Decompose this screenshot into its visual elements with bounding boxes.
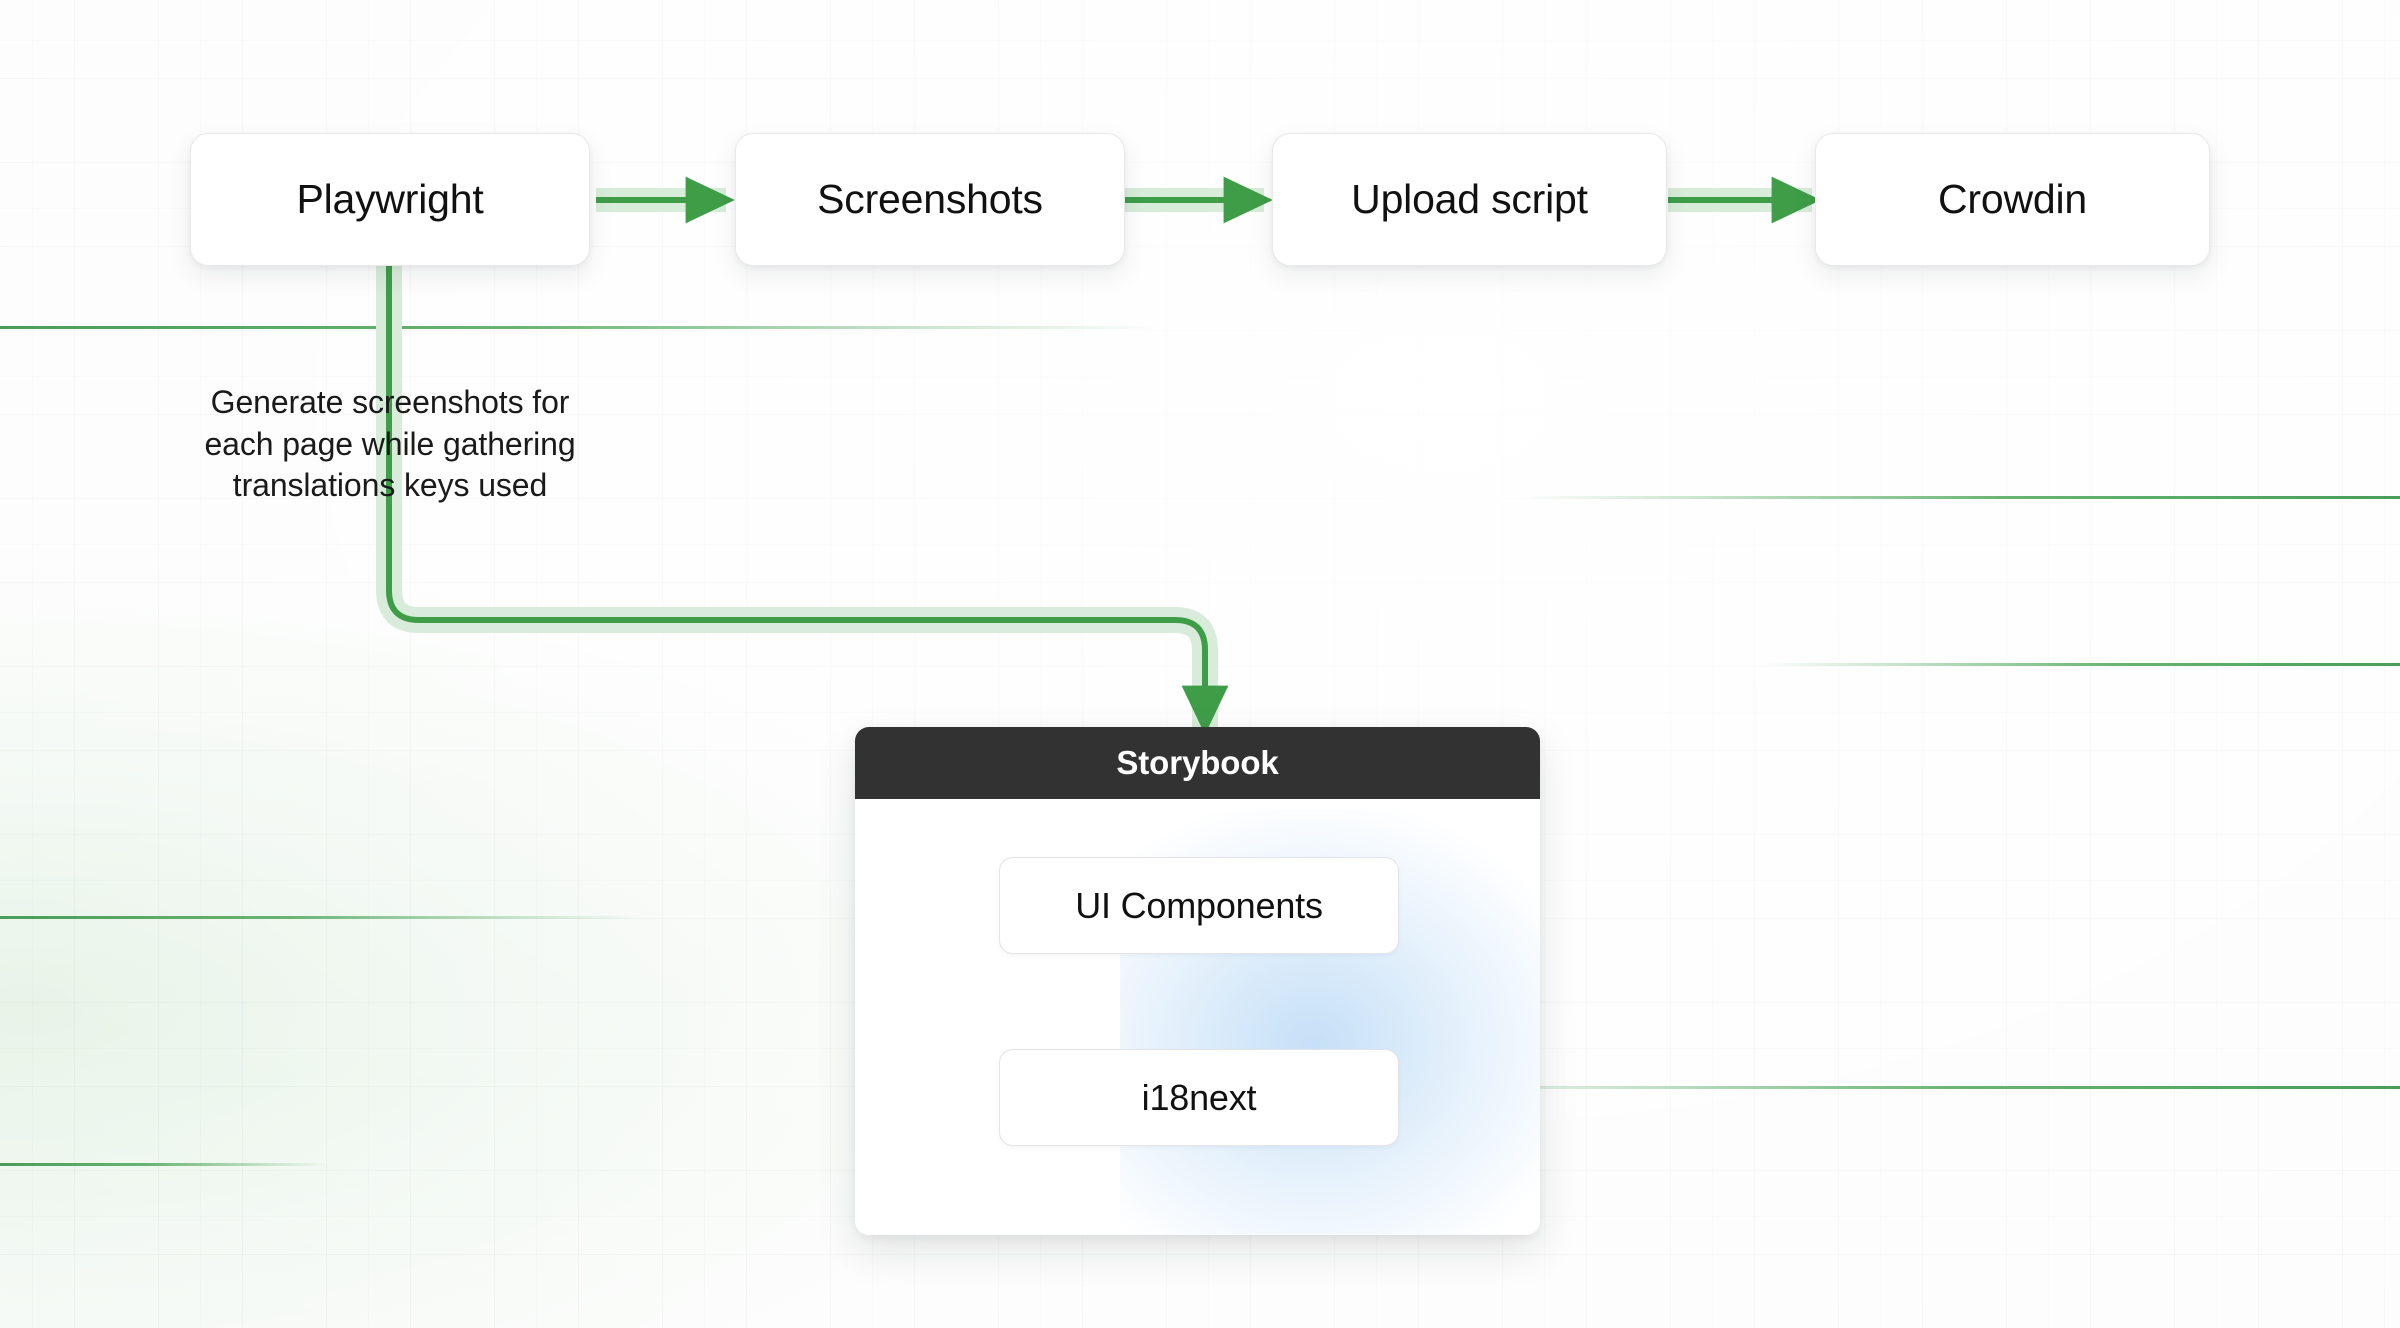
arrow-playwright-to-storybook xyxy=(376,253,1229,739)
storybook-panel-header: Storybook xyxy=(855,727,1540,799)
node-screenshots[interactable]: Screenshots xyxy=(735,133,1125,266)
caption-line-2: each page while gathering xyxy=(204,425,576,462)
node-ui-components[interactable]: UI Components xyxy=(999,857,1399,954)
pipeline-caption: Generate screenshots for each page while… xyxy=(150,382,630,507)
node-upload-script[interactable]: Upload script xyxy=(1272,133,1667,266)
node-i18next[interactable]: i18next xyxy=(999,1049,1399,1146)
node-screenshots-label: Screenshots xyxy=(817,176,1043,222)
storybook-title: Storybook xyxy=(1116,744,1279,781)
node-playwright-label: Playwright xyxy=(296,176,484,222)
node-crowdin-label: Crowdin xyxy=(1938,176,2087,222)
caption-line-1: Generate screenshots for xyxy=(210,384,570,420)
caption-line-3: translations keys used xyxy=(232,467,548,504)
node-playwright[interactable]: Playwright xyxy=(190,133,590,266)
storybook-panel[interactable]: Storybook UI Components i18next xyxy=(855,727,1540,1235)
storybook-panel-body: UI Components i18next xyxy=(855,799,1540,1235)
node-upload-script-label: Upload script xyxy=(1351,176,1588,222)
node-crowdin[interactable]: Crowdin xyxy=(1815,133,2210,266)
node-i18next-label: i18next xyxy=(1141,1076,1257,1118)
node-ui-components-label: UI Components xyxy=(1075,884,1323,926)
